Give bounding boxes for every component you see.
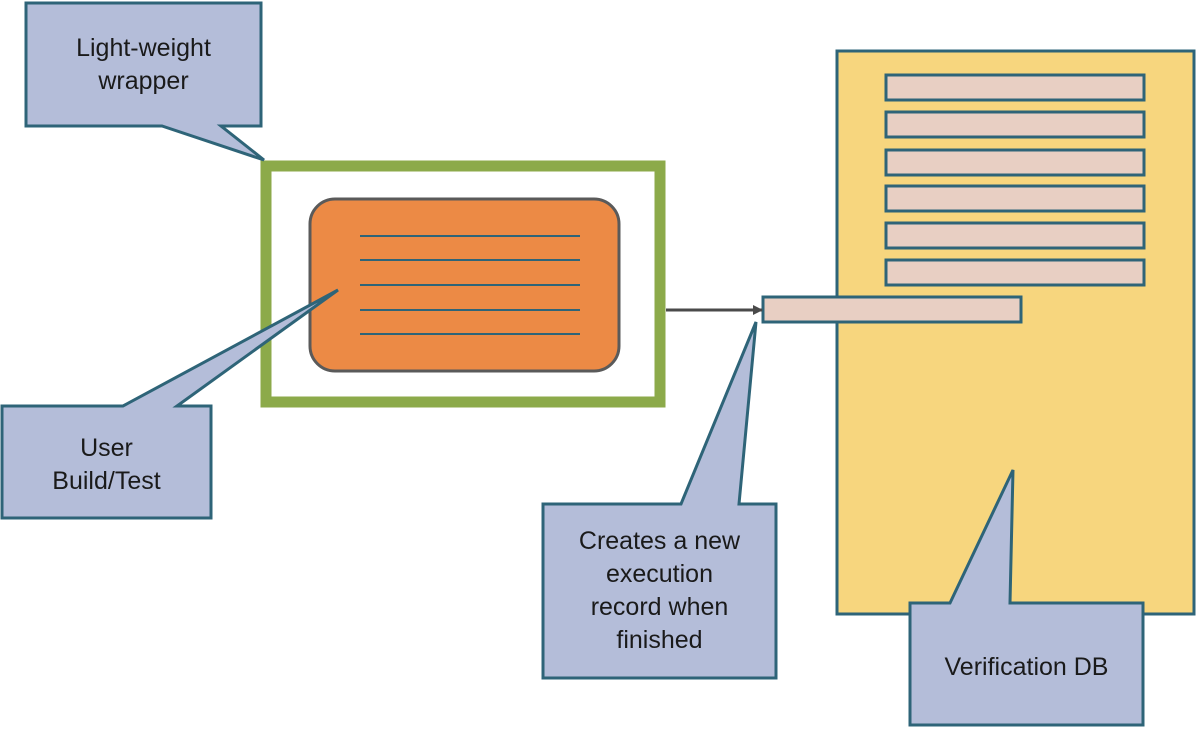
db-record: [884, 221, 1146, 250]
db-record: [884, 184, 1146, 213]
user-build-callout-label: User Build/Test: [52, 434, 161, 495]
db-record: [884, 110, 1146, 139]
creates-record-callout-label: Creates a new execution record when fini…: [578, 527, 741, 654]
wrapper-callout-label: Light-weight wrapper: [76, 33, 211, 95]
db-record: [884, 258, 1146, 287]
db-record: [884, 148, 1146, 177]
verification-db-callout-label: Verification DB: [944, 652, 1109, 681]
db-record: [884, 73, 1146, 102]
build-block-lines: [360, 235, 580, 335]
wrapper-callout: [24, 1, 265, 162]
verification-db-callout: [908, 469, 1145, 727]
db-records: [884, 73, 1146, 287]
new-execution-record: [761, 295, 1023, 324]
creates-record-callout: [541, 321, 778, 680]
verification-db-box: [835, 49, 1196, 616]
user-build-callout: [0, 288, 339, 520]
